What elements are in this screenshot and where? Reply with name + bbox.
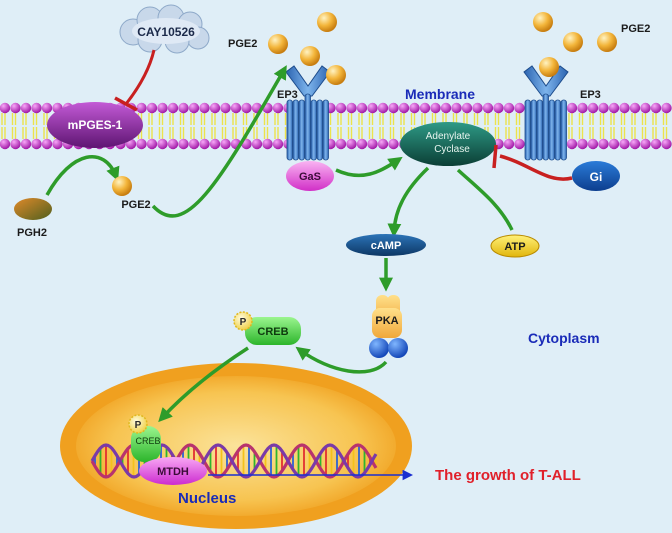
adenylate-line1: Adenylate bbox=[426, 131, 471, 142]
nuclear-phospho-badge bbox=[128, 414, 148, 434]
cytoplasm-label: Cytoplasm bbox=[528, 330, 600, 346]
phospho-label: P bbox=[240, 317, 247, 328]
mtdh-label: MTDH bbox=[157, 466, 189, 478]
adenylate-cyclase bbox=[400, 122, 496, 166]
pge2-inner-label: PGE2 bbox=[121, 199, 150, 211]
arrow-gas-to-ac bbox=[335, 156, 403, 178]
membrane-label: Membrane bbox=[405, 86, 475, 102]
arrow-creb-to-nucleus bbox=[158, 346, 249, 423]
cay10526-cloud bbox=[119, 4, 210, 54]
pgh2-molecule bbox=[14, 198, 52, 220]
atp-molecule bbox=[490, 234, 540, 258]
inhibition-cay-to-mpges bbox=[114, 49, 156, 112]
pge2-molecule-inner bbox=[112, 176, 132, 196]
pka-kinase bbox=[369, 295, 408, 358]
mpges-1-label: mPGES-1 bbox=[68, 118, 123, 132]
nuclear-creb bbox=[131, 426, 161, 462]
arrow-pgh2-to-pge2 bbox=[45, 155, 120, 196]
inhibitor-label: CAY10526 bbox=[137, 25, 195, 39]
atp-label: ATP bbox=[504, 241, 525, 253]
pge2-outer-left-label: PGE2 bbox=[228, 38, 257, 50]
gas-label: GaS bbox=[299, 171, 321, 183]
phospho-badge bbox=[233, 311, 253, 331]
creb-label: CREB bbox=[257, 326, 288, 338]
adenylate-line2: Cyclase bbox=[434, 144, 470, 155]
mpges-1-enzyme bbox=[47, 102, 143, 148]
pka-label: PKA bbox=[375, 315, 398, 327]
ep3-receptor-left bbox=[285, 65, 331, 161]
arrow-atp-to-ac bbox=[456, 168, 514, 231]
outcome-label: The growth of T-ALL bbox=[435, 467, 581, 484]
arrow-ac-to-camp bbox=[387, 166, 430, 238]
camp-molecule bbox=[346, 234, 426, 256]
nucleus-label: Nucleus bbox=[178, 490, 236, 507]
nuclear-phospho-label: P bbox=[135, 420, 142, 431]
gi-label: Gi bbox=[590, 170, 603, 184]
pge2-molecules-outer bbox=[268, 12, 617, 85]
arrow-pka-to-creb bbox=[295, 346, 388, 374]
inhibition-gi-to-ac bbox=[492, 144, 573, 181]
pge2-outer-right-label: PGE2 bbox=[621, 23, 650, 35]
ep3-left-label: EP3 bbox=[277, 89, 298, 101]
ep3-receptor-right bbox=[523, 65, 569, 161]
gi-protein bbox=[572, 161, 620, 191]
ep3-right-label: EP3 bbox=[580, 89, 601, 101]
gas-protein bbox=[286, 161, 334, 191]
arrow-pge2-export bbox=[151, 65, 287, 218]
nuclear-creb-label: CREB bbox=[135, 436, 160, 446]
camp-label: cAMP bbox=[371, 240, 402, 252]
mtdh-gene bbox=[139, 457, 207, 485]
creb-protein bbox=[245, 317, 301, 345]
pgh2-label: PGH2 bbox=[17, 227, 47, 239]
